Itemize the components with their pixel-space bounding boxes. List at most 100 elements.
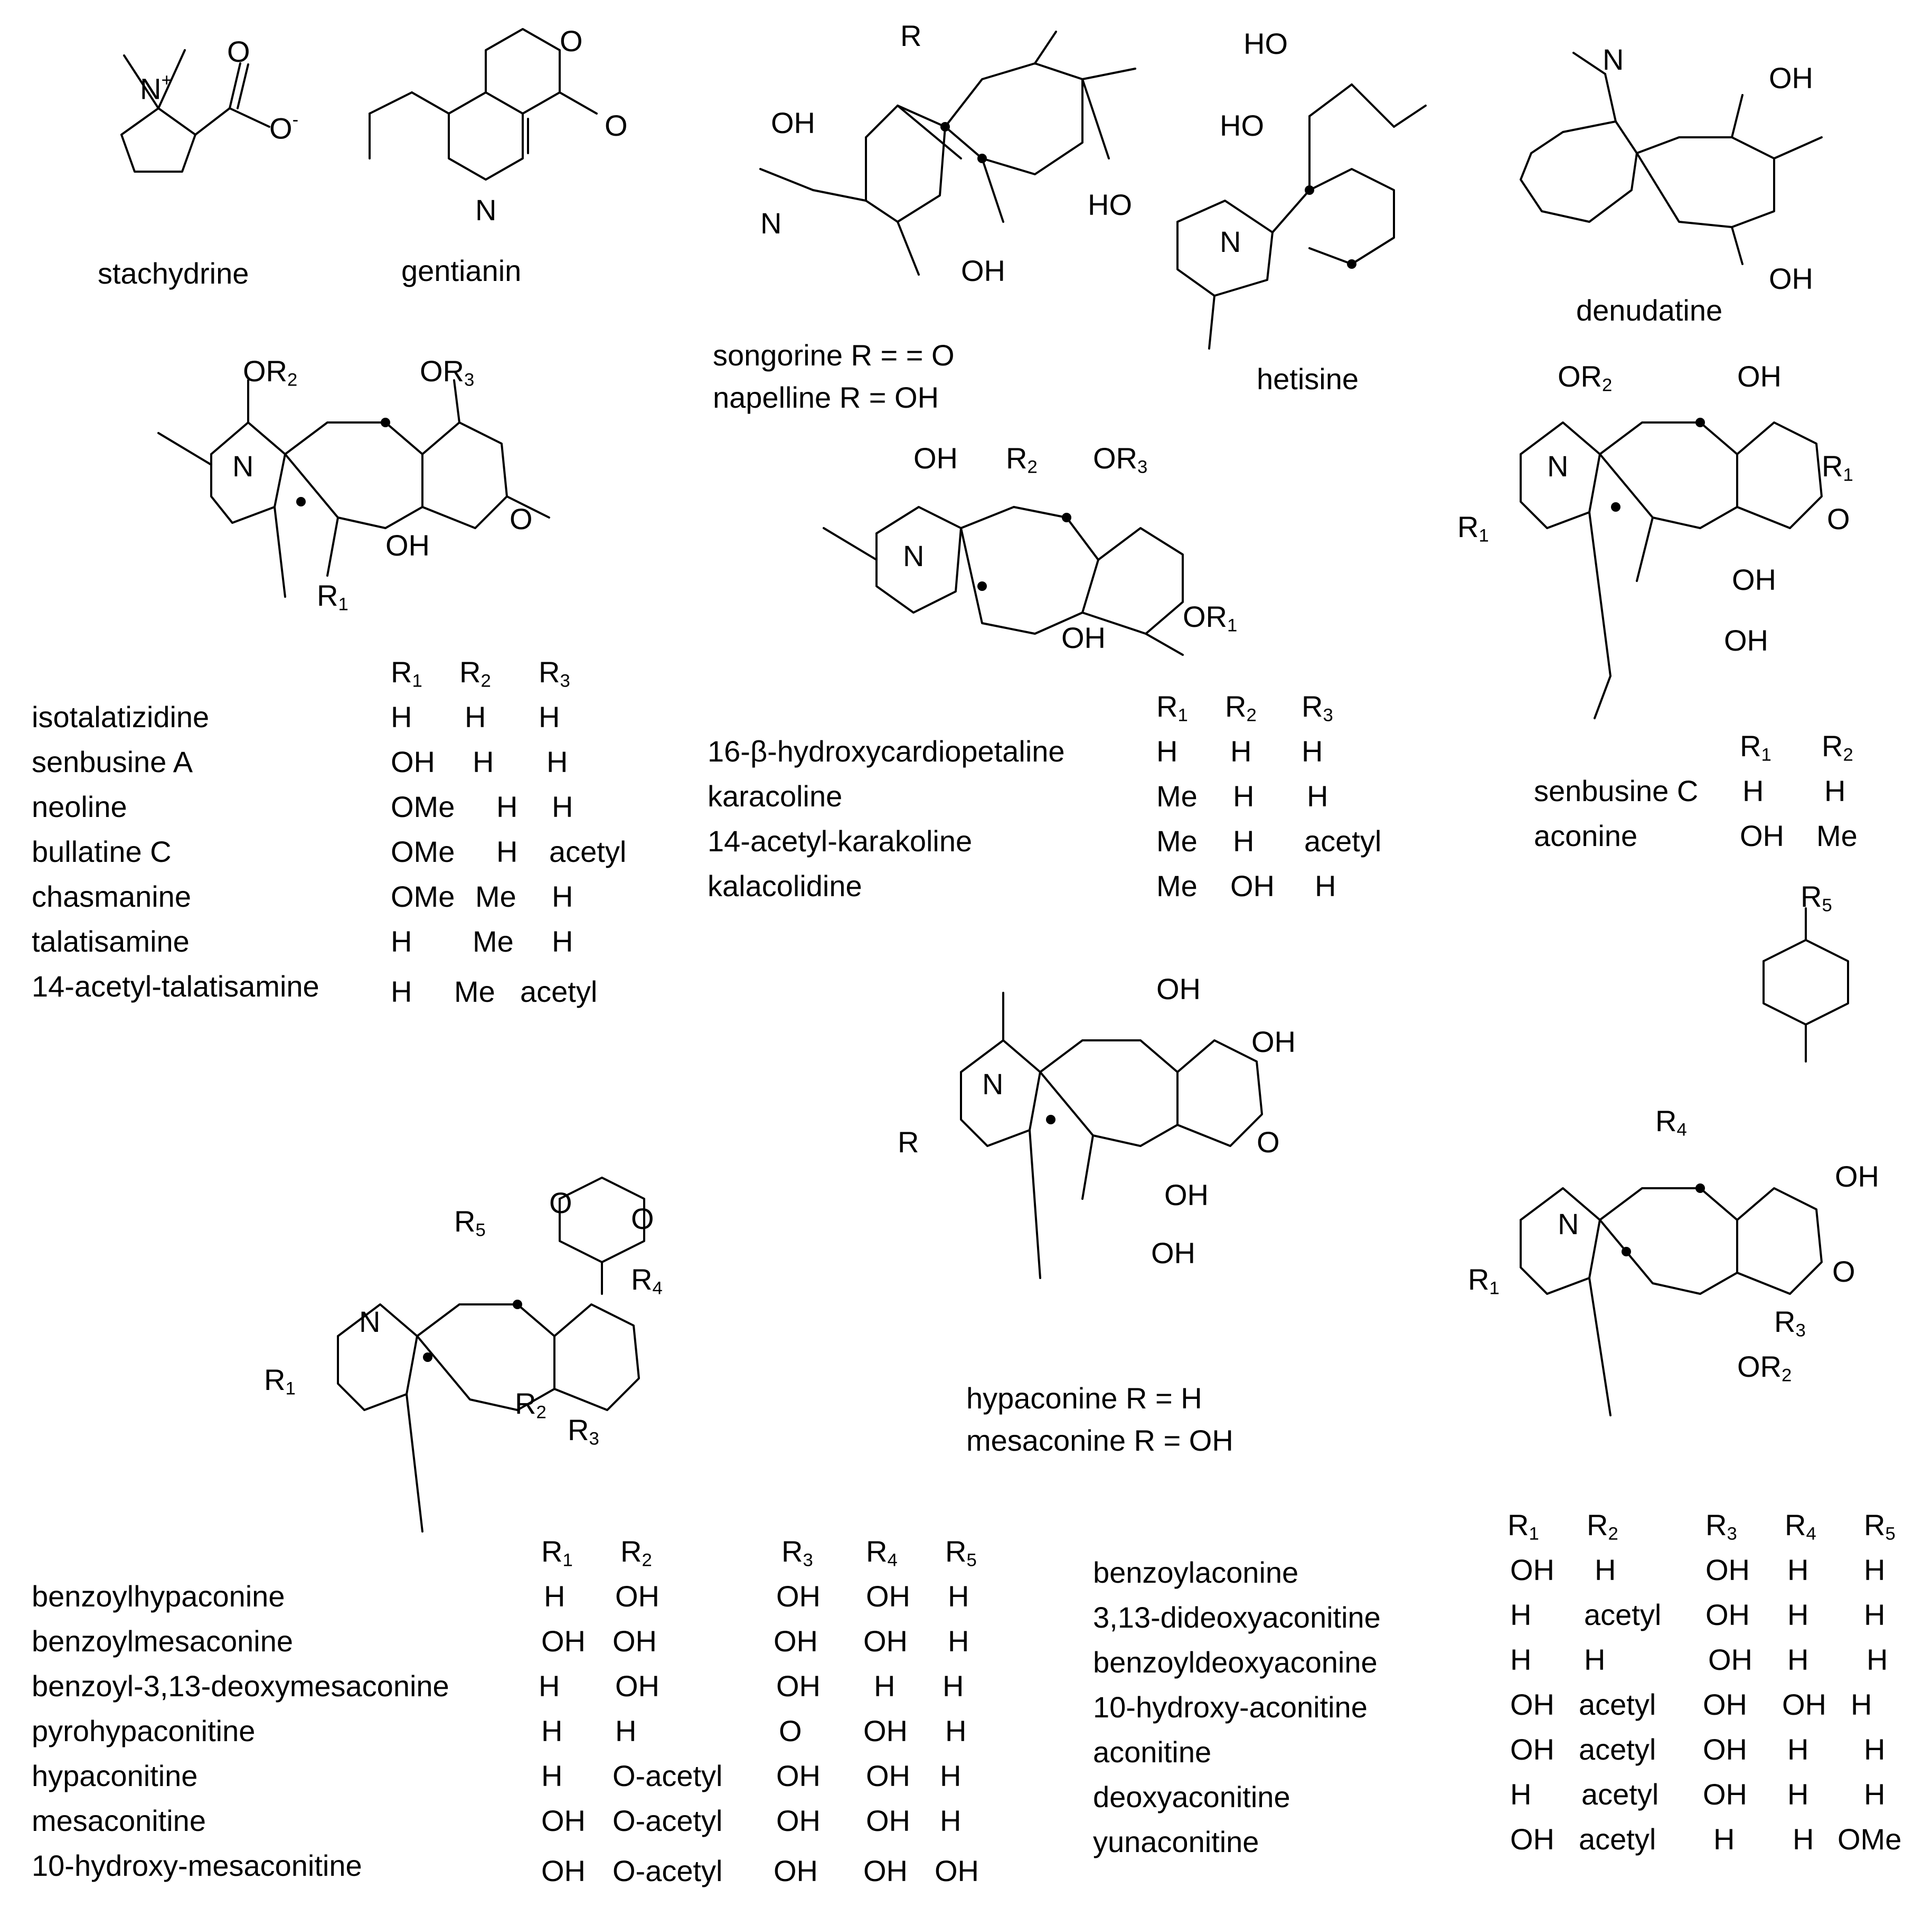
atom-oh-hyp-4: OH — [1151, 1236, 1195, 1270]
table4-r3: OH — [776, 1804, 821, 1837]
table5-header-r5: R5 — [1864, 1508, 1896, 1544]
table5-name: deoxyaconitine — [1093, 1780, 1290, 1813]
table5-r4: H — [1787, 1553, 1809, 1586]
table5-r5: H — [1864, 1598, 1886, 1631]
table4-name: benzoylhypaconine — [32, 1580, 285, 1613]
table4-r3: OH — [774, 1854, 818, 1887]
name-napelline: napelline R = OH — [713, 381, 939, 414]
stachydrine-structure — [120, 49, 270, 173]
table4-r1: OH — [541, 1804, 586, 1837]
table4-r5: H — [943, 1669, 964, 1703]
table4-name: mesaconitine — [32, 1804, 206, 1837]
table1-name: senbusine A — [32, 745, 193, 778]
atom-or2-set5: OR2 — [1737, 1350, 1792, 1386]
table4-r4: OH — [866, 1759, 910, 1792]
table5-r5: OMe — [1837, 1822, 1902, 1856]
atom-oh-hyp-2: OH — [1251, 1025, 1296, 1058]
table5-header-r2: R2 — [1587, 1508, 1618, 1544]
table1-name: neoline — [32, 790, 127, 823]
table2-r2: H — [1230, 735, 1252, 768]
table4-header-r4: R4 — [866, 1535, 898, 1571]
table4-header-r1: R1 — [541, 1535, 573, 1571]
table5-r2: acetyl — [1584, 1598, 1662, 1631]
table4-r4: OH — [863, 1714, 908, 1747]
table1-name: talatisamine — [32, 925, 190, 958]
table1-r2: Me — [473, 925, 514, 958]
table1-r1: OMe — [391, 835, 455, 868]
table1-r1: H — [391, 700, 412, 734]
table4-r2: OH — [612, 1624, 657, 1658]
table3-name: senbusine C — [1534, 774, 1699, 807]
atom-oh-songorine-2: OH — [961, 254, 1005, 287]
table4-r3: OH — [774, 1624, 818, 1658]
table4-r2: OH — [615, 1580, 659, 1613]
atom-o-gentianin-carbonyl: O — [605, 109, 628, 142]
atom-oh-songorine-1: OH — [771, 106, 815, 139]
table4-r4: OH — [863, 1624, 908, 1658]
atom-n-hetisine: N — [1220, 225, 1241, 258]
table4-r3: O — [779, 1714, 802, 1747]
table5-r4: OH — [1782, 1688, 1826, 1721]
atom-oh-set3-bottom: OH — [1724, 624, 1768, 657]
benzoylhypaconine-core-structure — [337, 1177, 645, 1533]
table3-header-r2: R2 — [1822, 729, 1853, 765]
table5-name: benzoyldeoxyaconine — [1093, 1646, 1378, 1679]
table5-r1: OH — [1510, 1822, 1554, 1856]
atom-n-stachydrine: N+ — [140, 70, 172, 106]
name-mesaconine: mesaconine R = OH — [966, 1424, 1233, 1457]
hetisine-structure — [1176, 83, 1427, 350]
table2-r1: Me — [1156, 779, 1198, 813]
atom-r3-set5: R3 — [1774, 1305, 1806, 1341]
benzoylaconine-core-structure — [1520, 907, 1849, 1416]
table1-r3: H — [552, 880, 573, 913]
table4-r5: H — [940, 1804, 962, 1837]
table4-r3: OH — [776, 1580, 821, 1613]
table1-r1: OMe — [391, 880, 455, 913]
atom-n-set5: N — [1558, 1207, 1579, 1241]
table4-r5: OH — [935, 1854, 979, 1887]
table1-r2: Me — [475, 880, 516, 913]
gentianin-structure — [369, 28, 598, 181]
table5-name: yunaconitine — [1093, 1825, 1259, 1858]
table5-r3: OH — [1703, 1778, 1747, 1811]
table4-name: 10-hydroxy-mesaconitine — [32, 1849, 362, 1882]
table5-r1: H — [1510, 1643, 1532, 1676]
table5-r3: OH — [1703, 1688, 1747, 1721]
table5-r2: acetyl — [1581, 1778, 1659, 1811]
table2-r3: H — [1302, 735, 1323, 768]
table1-r1: H — [391, 975, 412, 1008]
table3-header-r1: R1 — [1740, 729, 1771, 765]
table5-r2: acetyl — [1579, 1822, 1656, 1856]
atom-oh-denudatine-2: OH — [1769, 262, 1813, 295]
table5-r3: OH — [1703, 1733, 1747, 1766]
atom-r4-set4: R4 — [631, 1263, 663, 1299]
table5-r5: H — [1867, 1643, 1888, 1676]
table1-r3: acetyl — [520, 975, 598, 1008]
hypaconine-core-structure — [960, 992, 1263, 1279]
table5-header-r4: R4 — [1785, 1508, 1816, 1544]
atom-o-set5: O — [1832, 1255, 1855, 1288]
atom-oh-set3-top: OH — [1737, 360, 1782, 393]
table1-r1: OMe — [391, 790, 455, 823]
atom-o-minus-stachydrine: O- — [269, 110, 299, 145]
table5-r4: H — [1793, 1822, 1814, 1856]
atom-n-hyp: N — [982, 1067, 1004, 1101]
atom-oh-hyp-3: OH — [1164, 1178, 1209, 1211]
table5-r4: H — [1787, 1643, 1809, 1676]
table1-r2: H — [496, 790, 518, 823]
atom-o-stachydrine: O — [227, 35, 250, 68]
table4-r3: OH — [776, 1759, 821, 1792]
table1-r1: H — [391, 925, 412, 958]
table5-r2: acetyl — [1579, 1688, 1656, 1721]
table5-r4: H — [1787, 1733, 1809, 1766]
table5-r4: H — [1787, 1778, 1809, 1811]
table3-r2: H — [1824, 774, 1846, 807]
table2-header-r1: R1 — [1156, 690, 1188, 726]
table4-r2: O-acetyl — [612, 1854, 723, 1887]
atom-or2-set3: OR2 — [1558, 360, 1613, 396]
table5-name: benzoylaconine — [1093, 1556, 1299, 1589]
atom-r4-set5: R4 — [1655, 1104, 1687, 1140]
table4-r1: H — [541, 1714, 563, 1747]
atom-r1-set1: R1 — [317, 579, 348, 615]
name-denudatine: denudatine — [1576, 294, 1723, 327]
